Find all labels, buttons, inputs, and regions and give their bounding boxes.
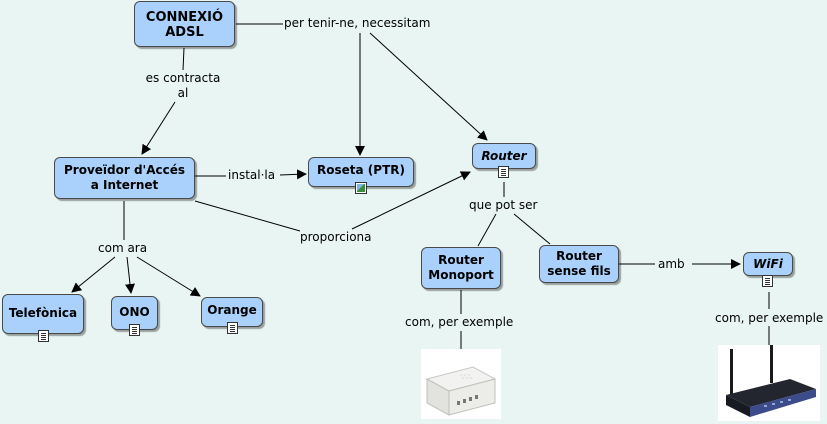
node-roseta-label: Roseta (PTR) xyxy=(317,163,405,177)
arrow-comara-ono xyxy=(125,256,135,294)
arrow-comara-orange xyxy=(136,256,201,297)
document-icon[interactable] xyxy=(129,324,140,336)
node-wifi-label: WiFi xyxy=(753,257,783,271)
line-quepotser-wifi xyxy=(513,213,551,245)
node-provider[interactable]: Proveïdor d'Accés a Internet xyxy=(54,157,195,199)
label-installa: instal·la xyxy=(228,168,276,183)
label-per-tenir: per tenir-ne, necessitam xyxy=(284,16,431,31)
line-quepotser-monoport xyxy=(477,213,497,247)
document-icon[interactable] xyxy=(498,166,509,178)
arrow-comara-telefonica xyxy=(71,256,116,293)
node-telefonica[interactable]: Telefònica xyxy=(2,294,84,334)
router-wifi-photo[interactable] xyxy=(718,345,820,421)
router-monoport-photo[interactable] xyxy=(421,349,501,419)
label-es-contracta: es contracta al xyxy=(140,71,226,101)
node-orange-label: Orange xyxy=(207,303,257,317)
line-adsl-escontracta xyxy=(182,47,185,71)
node-adsl[interactable]: CONNEXIÓ ADSL xyxy=(134,1,235,47)
arrow-proporciona-router xyxy=(351,171,471,230)
node-router-label: Router xyxy=(481,149,527,163)
node-ono[interactable]: ONO xyxy=(111,296,158,330)
label-com-exemple-1: com, per exemple xyxy=(405,315,514,330)
node-adsl-label: CONNEXIÓ ADSL xyxy=(145,10,224,40)
line-provider-proporciona xyxy=(194,200,301,232)
node-wifi[interactable]: WiFi xyxy=(743,252,793,276)
document-icon[interactable] xyxy=(227,322,238,334)
arrow-pertenir-router xyxy=(369,32,488,141)
node-router-wifi[interactable]: Router sense fils xyxy=(539,245,619,283)
document-icon[interactable] xyxy=(762,275,773,287)
label-que-pot-ser: que pot ser xyxy=(469,198,538,213)
node-telefonica-label: Telefònica xyxy=(8,306,78,320)
node-orange[interactable]: Orange xyxy=(201,297,263,327)
node-router-monoport[interactable]: Router Monoport xyxy=(421,247,501,289)
node-router-monoport-label: Router Monoport xyxy=(428,253,494,282)
label-amb: amb xyxy=(658,257,685,272)
label-com-exemple-2: com, per exemple xyxy=(715,311,824,326)
node-provider-label: Proveïdor d'Accés a Internet xyxy=(63,163,186,192)
image-icon[interactable] xyxy=(355,182,367,194)
arrow-installa-roseta xyxy=(279,169,307,180)
node-ono-label: ONO xyxy=(119,305,150,319)
node-router-wifi-label: Router sense fils xyxy=(547,249,611,278)
document-icon[interactable] xyxy=(38,330,49,342)
arrow-escontracta-provider xyxy=(141,101,176,155)
label-proporciona: proporciona xyxy=(300,230,372,245)
label-com-ara: com ara xyxy=(98,241,148,256)
